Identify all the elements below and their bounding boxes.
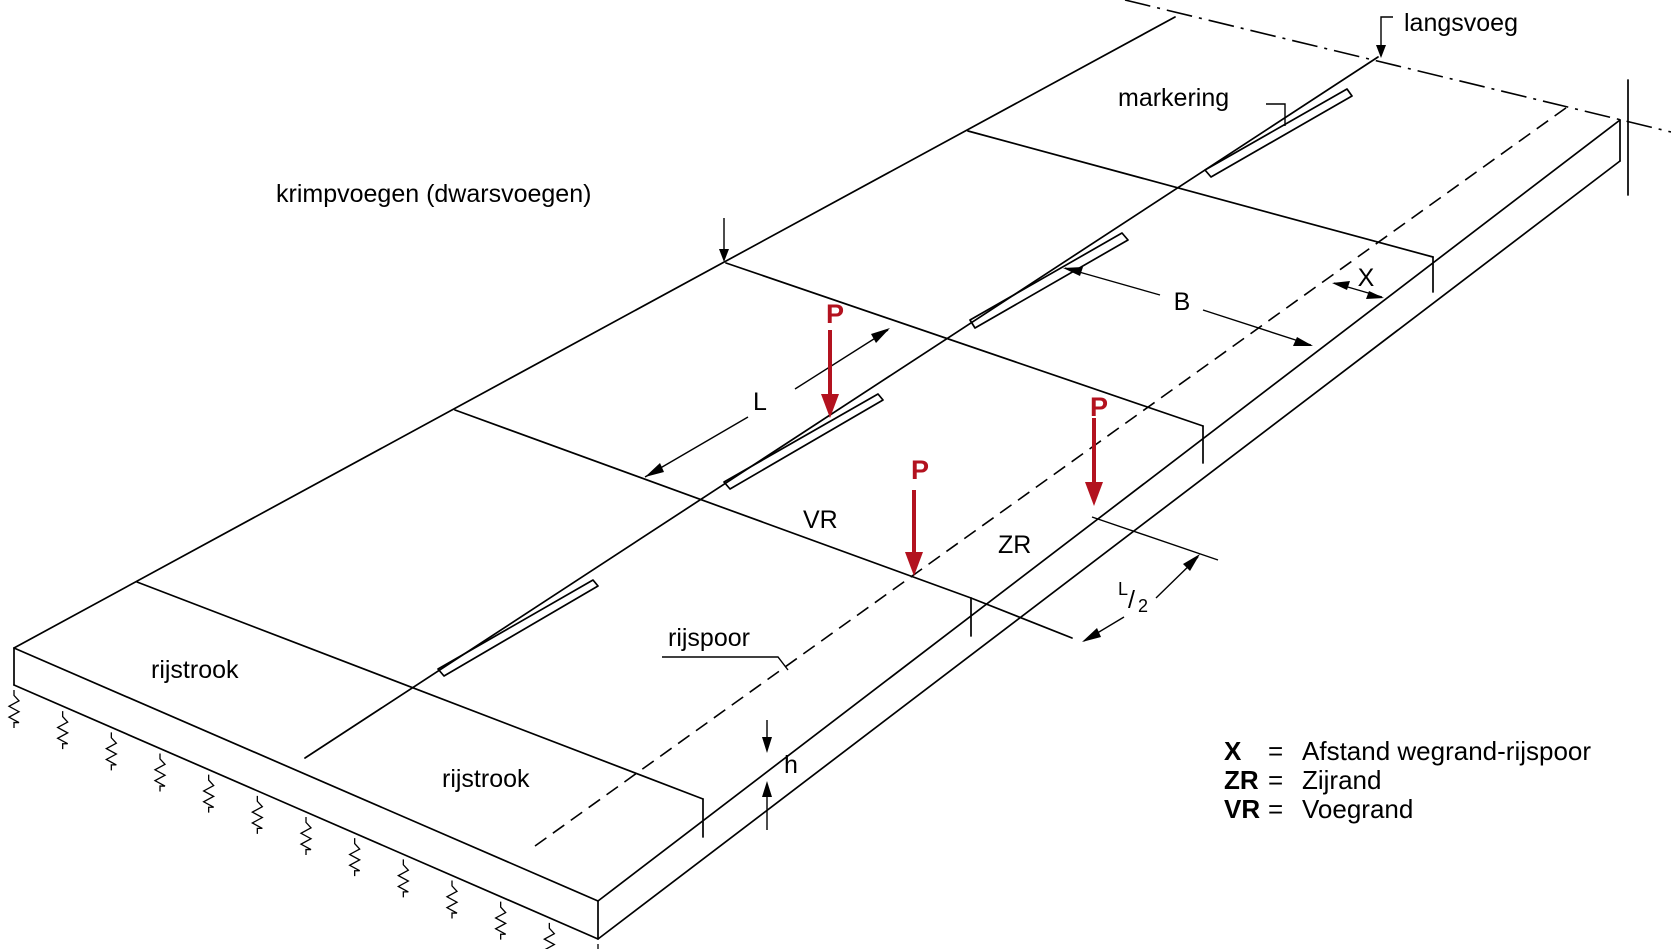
dimension-B: B: [1063, 267, 1313, 346]
dimension-h: h: [762, 720, 798, 830]
load-label: P: [1090, 392, 1108, 422]
arrowhead-icon: [645, 463, 664, 477]
label-markering: markering: [1118, 84, 1229, 112]
arrowhead-icon: [1293, 337, 1313, 346]
arrowhead-icon: [1082, 628, 1101, 642]
legend-key-X: X: [1224, 736, 1242, 766]
transverse-joints: [136, 130, 1434, 838]
spring-icon: [396, 859, 410, 898]
label-half-L-slash: /: [1128, 586, 1135, 614]
pointer-langsvoeg: langsvoeg: [1376, 9, 1518, 58]
longitudinal-joint: [1124, 0, 1671, 196]
arrowhead-icon: [1332, 281, 1350, 290]
spring-icon: [153, 753, 167, 792]
load-P-3: P: [1085, 392, 1108, 506]
label-rijstrook-1: rijstrook: [151, 656, 239, 684]
spring-icon: [597, 944, 599, 949]
spring-icon: [494, 901, 508, 940]
label-half-L-den: 2: [1138, 596, 1148, 616]
spring-icon: [299, 817, 313, 855]
load-arrow-icon: [1085, 482, 1103, 506]
legend: X = Afstand wegrand-rijspoor ZR = Zijran…: [1224, 736, 1591, 824]
spring-icon: [104, 732, 118, 771]
spring-icon: [250, 795, 264, 834]
arrowhead-icon: [1183, 554, 1200, 571]
spring-icon: [445, 880, 459, 919]
wheel-track-line: [534, 104, 1571, 847]
load-label: P: [911, 455, 929, 485]
pointer-markering: markering: [1118, 84, 1286, 126]
legend-eq: =: [1268, 736, 1283, 766]
dimension-X: X: [1332, 264, 1384, 299]
load-arrow-icon: [821, 394, 839, 418]
load-P-1: P: [821, 299, 844, 418]
road-markings: [437, 88, 1353, 677]
label-rijspoor: rijspoor: [668, 624, 750, 652]
label-h: h: [784, 751, 798, 779]
arrowhead-icon: [1063, 267, 1083, 276]
legend-value-VR: Voegrand: [1302, 794, 1413, 824]
label-ZR: ZR: [998, 531, 1031, 559]
label-X: X: [1358, 264, 1375, 292]
spring-icon: [56, 711, 70, 750]
label-half-L-num: L: [1118, 579, 1128, 599]
load-label: P: [826, 299, 844, 329]
load-arrow-icon: [905, 552, 923, 576]
label-langsvoeg: langsvoeg: [1404, 9, 1518, 37]
subgrade-springs: [7, 690, 599, 949]
legend-value-ZR: Zijrand: [1302, 765, 1381, 795]
legend-value-X: Afstand wegrand-rijspoor: [1302, 736, 1591, 766]
arrowhead-icon: [1376, 45, 1386, 58]
spring-icon: [348, 838, 362, 877]
dimension-L: L: [644, 328, 890, 478]
spring-icon: [202, 774, 216, 813]
label-krimpvoegen: krimpvoegen (dwarsvoegen): [276, 180, 591, 208]
spring-icon: [7, 690, 21, 728]
label-rijstrook-2: rijstrook: [442, 765, 530, 793]
label-VR: VR: [803, 506, 838, 534]
legend-eq: =: [1268, 765, 1283, 795]
arrowhead-icon: [871, 328, 890, 343]
slab-outline: [13, 16, 1621, 940]
arrowhead-icon: [1366, 291, 1384, 299]
legend-key-ZR: ZR: [1224, 765, 1259, 795]
legend-key-VR: VR: [1224, 794, 1260, 824]
arrowhead-icon: [762, 737, 772, 753]
label-L: L: [753, 388, 767, 416]
legend-eq: =: [1268, 794, 1283, 824]
label-B: B: [1174, 288, 1191, 316]
pointer-krimpvoegen: krimpvoegen (dwarsvoegen): [276, 180, 729, 262]
pointer-rijspoor: rijspoor: [662, 624, 789, 671]
spring-icon: [542, 922, 556, 949]
arrowhead-icon: [762, 781, 772, 797]
load-P-2: P: [905, 455, 929, 576]
dimension-half-L: L / 2: [1082, 516, 1219, 642]
lane-divider: [304, 56, 1379, 759]
arrowhead-icon: [719, 249, 729, 262]
